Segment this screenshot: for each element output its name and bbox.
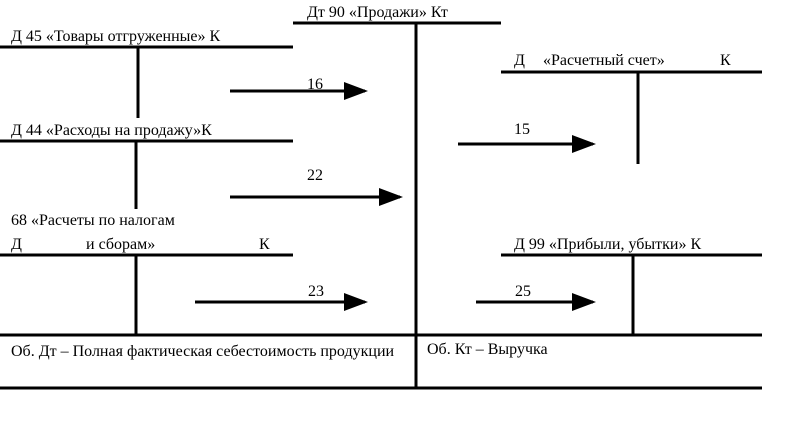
account-68-credit: К xyxy=(259,236,270,253)
entry-label-23: 23 xyxy=(308,283,324,300)
account-45-title: Д 45 «Товары отгруженные» К xyxy=(11,28,221,45)
entry-label-22: 22 xyxy=(307,167,323,184)
entry-label-16: 16 xyxy=(307,76,323,93)
account-99-title: Д 99 «Прибыли, убытки» К xyxy=(514,236,702,253)
entry-label-15: 15 xyxy=(514,121,530,138)
entry-label-25: 25 xyxy=(515,283,531,300)
account-51-title: «Расчетный счет» xyxy=(543,52,665,69)
account-51-credit: К xyxy=(720,52,731,69)
account-68-title-line1: 68 «Расчеты по налогам xyxy=(11,212,175,229)
account-51-debit: Д xyxy=(514,52,525,69)
turnover-credit: Об. Кт – Выручка xyxy=(427,341,548,358)
turnover-debit: Об. Дт – Полная фактическая себестоимост… xyxy=(11,343,395,360)
account-68-debit: Д xyxy=(11,236,22,253)
account-44-title: Д 44 «Расходы на продажу»К xyxy=(11,122,212,139)
account-90-title: Дт 90 «Продажи» Кт xyxy=(307,4,448,21)
account-68-title-line2: и сборам» xyxy=(86,236,156,253)
